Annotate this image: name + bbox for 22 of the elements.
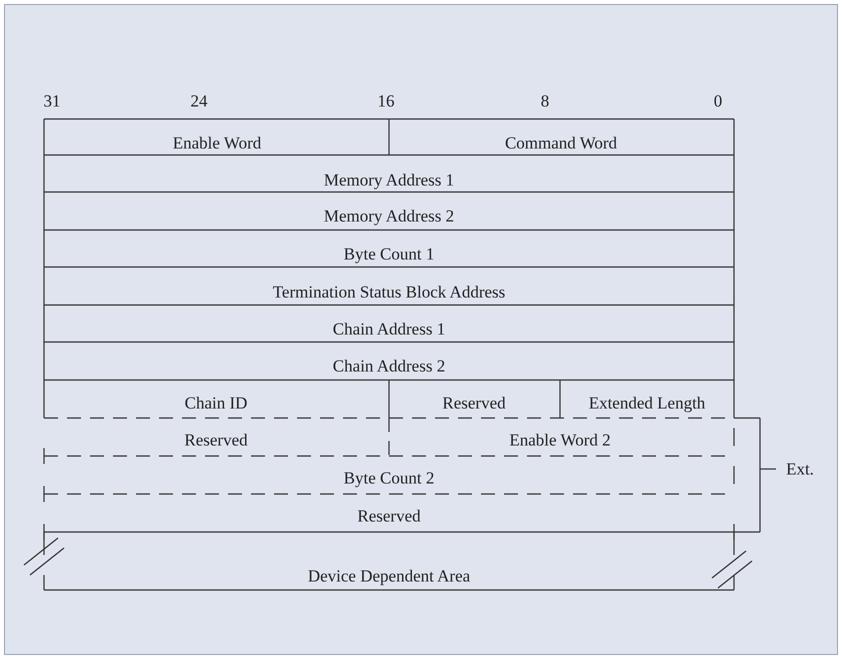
field-label: Byte Count 1 [344, 246, 434, 262]
bit-number: 24 [190, 92, 208, 110]
field-label: Byte Count 2 [344, 470, 434, 486]
field-label: Chain Address 2 [332, 358, 446, 374]
field-label: Chain Address 1 [332, 320, 446, 338]
bracket-label: Ext. [786, 460, 814, 478]
field-label: Chain ID [184, 394, 248, 412]
bit-number: 0 [714, 92, 722, 110]
field-label: Extended Length [588, 394, 706, 412]
field-label: Enable Word [172, 134, 262, 152]
field-label: Reserved [357, 508, 421, 524]
field-label: Memory Address 2 [324, 208, 454, 224]
field-label: Reserved [184, 432, 248, 448]
bit-number: 8 [540, 92, 550, 110]
bit-number: 31 [44, 92, 60, 110]
bit-number: 16 [378, 92, 394, 110]
field-label: Command Word [504, 134, 618, 152]
field-label: Memory Address 1 [324, 172, 454, 188]
field-label: Device Dependent Area [308, 568, 470, 584]
field-label: Enable Word 2 [509, 432, 611, 448]
field-label: Termination Status Block Address [272, 284, 506, 300]
field-label: Reserved [442, 394, 506, 412]
